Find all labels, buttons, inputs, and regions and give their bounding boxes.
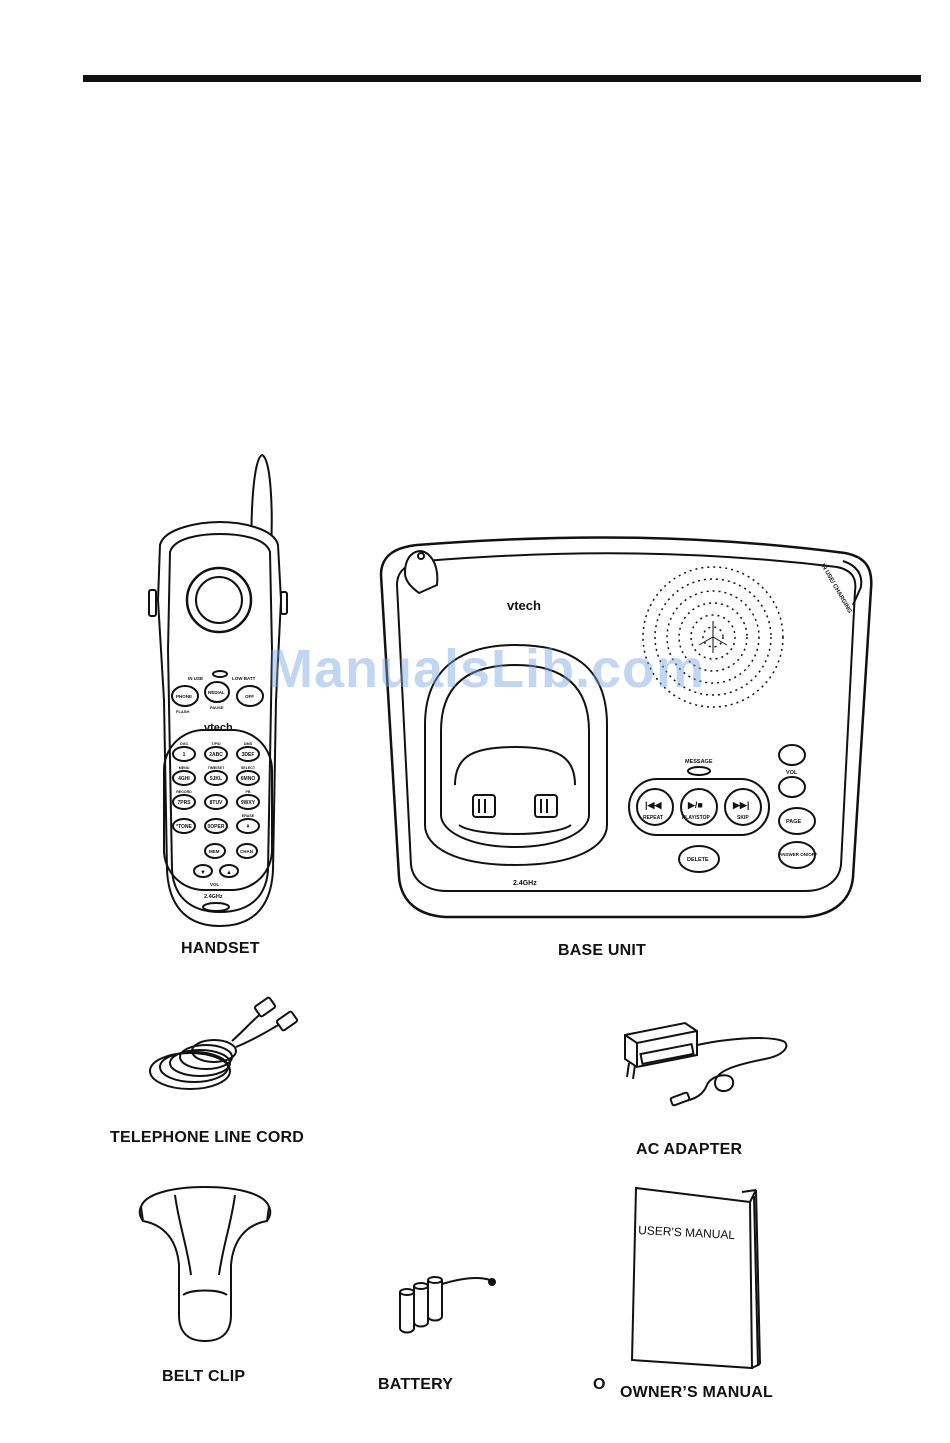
vol-up-button [778, 744, 806, 766]
belt-clip-illustration [138, 1185, 272, 1343]
base-skip-symbol: ▶▶| [732, 800, 749, 810]
battery-connector [488, 1278, 496, 1286]
redial-button [204, 681, 230, 703]
base-brand: vtech [507, 598, 541, 613]
top-rule [83, 75, 921, 82]
play-stop-button [680, 788, 718, 826]
handset-body [156, 520, 283, 928]
handset-vol-up: ▲ [226, 870, 232, 876]
base-play-stop-label: PLAY/STOP [682, 815, 710, 821]
handset-key-label: 9WXY [241, 800, 256, 806]
handset-chan-label: CHAN [240, 849, 253, 854]
manual-cover-text: USER'S MANUAL [638, 1223, 736, 1242]
owners-manual-illustration: USER'S MANUAL [630, 1186, 761, 1370]
handset-off-label: OFF [245, 694, 254, 699]
adapter-cord [684, 1037, 788, 1102]
handset-key-label: 6MNO [241, 776, 256, 782]
handset-band-label: 2.4GHz [204, 894, 223, 900]
vol-down-button [778, 776, 806, 798]
battery-caption: BATTERY [378, 1376, 454, 1393]
base-vol-label: VOL [786, 770, 798, 776]
battery-wire [441, 1276, 491, 1285]
handset-key-sublabel: TIME/SET [208, 766, 225, 770]
page-button [778, 807, 816, 835]
handset-key-sublabel: ERASE [242, 814, 255, 818]
handset-caption: HANDSET [181, 940, 260, 957]
handset-mem-label: MEM [209, 849, 220, 854]
handset-key-label: 2ABC [209, 752, 223, 758]
handset-key-label: 5JKL [210, 776, 222, 782]
handset-key-label: 7PRS [177, 800, 191, 806]
handset-key-sublabel: OGC [180, 742, 189, 746]
telephone-line-cord-caption: TELEPHONE LINE CORD [110, 1129, 305, 1146]
handset-key-sublabel: RECORD [176, 790, 192, 794]
phone-button [171, 685, 199, 707]
base-body [379, 536, 873, 919]
handset-vol-label: VOL [210, 882, 220, 887]
message-indicator [687, 766, 711, 776]
handset-low-batt-label: LOW BATT [232, 676, 256, 681]
keypad-surround [163, 729, 273, 891]
delete-button [678, 845, 720, 873]
handset-key-sublabel: DMS [244, 742, 253, 746]
base-band-label: 2.4GHz [513, 880, 537, 887]
handset-key-label: 1 [183, 752, 186, 758]
handset-illustration: IN USE LOW BATT PHONE REDIAL OFF FLASH P… [148, 453, 288, 928]
belt-clip-body [139, 1185, 271, 1343]
dc-plug [669, 1091, 691, 1107]
base-repeat-symbol: |◀◀ [645, 800, 662, 810]
handset-redial-label: REDIAL [208, 690, 225, 695]
handset-key-labels: 1 OGC 2ABC T/P/D 3DEF DMS 4GHI MENU 5JKL TIME/SET… [176, 742, 256, 830]
handset-brand: vtech [204, 722, 233, 734]
handset-key-label: 8TUV [210, 800, 223, 806]
answer-on-off-button [778, 841, 816, 869]
battery-illustration [399, 1276, 496, 1334]
repeat-button [636, 788, 674, 826]
handset-pause-label: PAUSE [210, 705, 224, 710]
owners-manual-caption: OWNER’S MANUAL [620, 1384, 774, 1401]
belt-clip-caption: BELT CLIP [162, 1368, 246, 1385]
handset-flash-label: FLASH [176, 709, 189, 714]
handset-key-sublabel: SELECT [241, 766, 256, 770]
base-skip-label: SKIP [737, 815, 749, 821]
handset-vol-down: ▼ [200, 870, 206, 876]
rj11-plug-right [275, 1010, 299, 1032]
base-page-label: PAGE [786, 819, 802, 825]
owners-manual-bullet: O [593, 1376, 606, 1393]
base-repeat-label: REPEAT [643, 815, 663, 821]
telephone-line-cord-illustration [149, 996, 299, 1090]
base-antenna [403, 549, 439, 595]
handset-key-sublabel: MENU [179, 766, 190, 770]
handset-key-sublabel: PB [246, 790, 251, 794]
handset-key-label: 0OPER [208, 824, 225, 830]
ac-adapter-caption: AC ADAPTER [636, 1141, 743, 1158]
keypad-keys [172, 746, 260, 878]
earpiece [185, 566, 253, 634]
skip-button [724, 788, 762, 826]
ac-adapter-illustration [624, 1021, 788, 1107]
handset-key-label: *TONE [176, 824, 192, 830]
base-control-panel [628, 778, 770, 836]
handset-phone-label: PHONE [176, 694, 192, 699]
speaker-grille [642, 566, 784, 708]
base-message-label: MESSAGE [685, 759, 713, 765]
handset-key-label: 4GHI [178, 776, 190, 782]
base-play-stop-symbol: ▶/■ [687, 800, 703, 810]
handset-key-label: 3DEF [242, 752, 255, 758]
handset-key-sublabel: T/P/D [211, 742, 221, 746]
handset-in-use-label: IN USE [188, 676, 203, 681]
base-unit-caption: BASE UNIT [558, 942, 647, 959]
rj11-plug-left [253, 996, 277, 1018]
handset-cradle [424, 643, 608, 867]
handset-key-label: # [247, 824, 250, 830]
base-delete-label: DELETE [687, 857, 709, 863]
watermark: ManualsLib.com [268, 639, 706, 699]
base-answer-on-off-label: ANSWER ON/OFF [779, 852, 817, 857]
off-button [236, 685, 264, 707]
base-unit-illustration: vtech IN USE/ CHARGING MESSAGE |◀◀ REPEA… [379, 536, 873, 919]
